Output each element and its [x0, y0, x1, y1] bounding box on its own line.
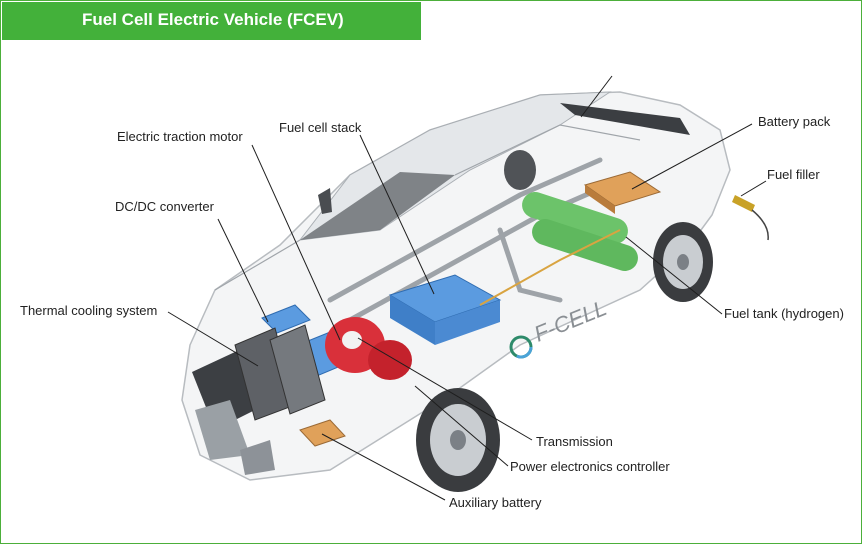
auxiliary-battery: [299, 419, 346, 447]
fuel-cell-stack: [388, 274, 502, 345]
rear-wheel: [653, 222, 713, 302]
battery-pack: [583, 171, 662, 214]
label-power-electronics-controller: Power electronics controller: [510, 459, 670, 474]
label-fuel-filler: Fuel filler: [767, 167, 820, 182]
label-dc-dc-converter: DC/DC converter: [115, 199, 214, 214]
label-battery-pack: Battery pack: [758, 114, 831, 129]
label-fuel-tank: Fuel tank (hydrogen): [724, 306, 844, 321]
title-banner: Fuel Cell Electric Vehicle (FCEV): [2, 2, 421, 40]
front-wheel: [416, 388, 500, 492]
hydrogen-line: [479, 229, 621, 306]
label-thermal-cooling-system: Thermal cooling system: [20, 303, 158, 318]
electric-traction-motor: [325, 317, 412, 380]
label-transmission: Transmission: [536, 434, 613, 449]
rear-left-wheel: [504, 150, 536, 190]
thermal-cooling-radiator: [234, 324, 326, 421]
diagram-title: Fuel Cell Electric Vehicle (FCEV): [82, 10, 344, 29]
fuel-filler-nozzle: [732, 195, 769, 241]
label-fuel-cell-stack: Fuel cell stack: [279, 120, 362, 135]
label-auxiliary-battery: Auxiliary battery: [449, 495, 542, 510]
leader-lines: [167, 75, 767, 501]
hydrogen-tanks: [522, 192, 638, 271]
label-electric-traction-motor: Electric traction motor: [117, 129, 243, 144]
